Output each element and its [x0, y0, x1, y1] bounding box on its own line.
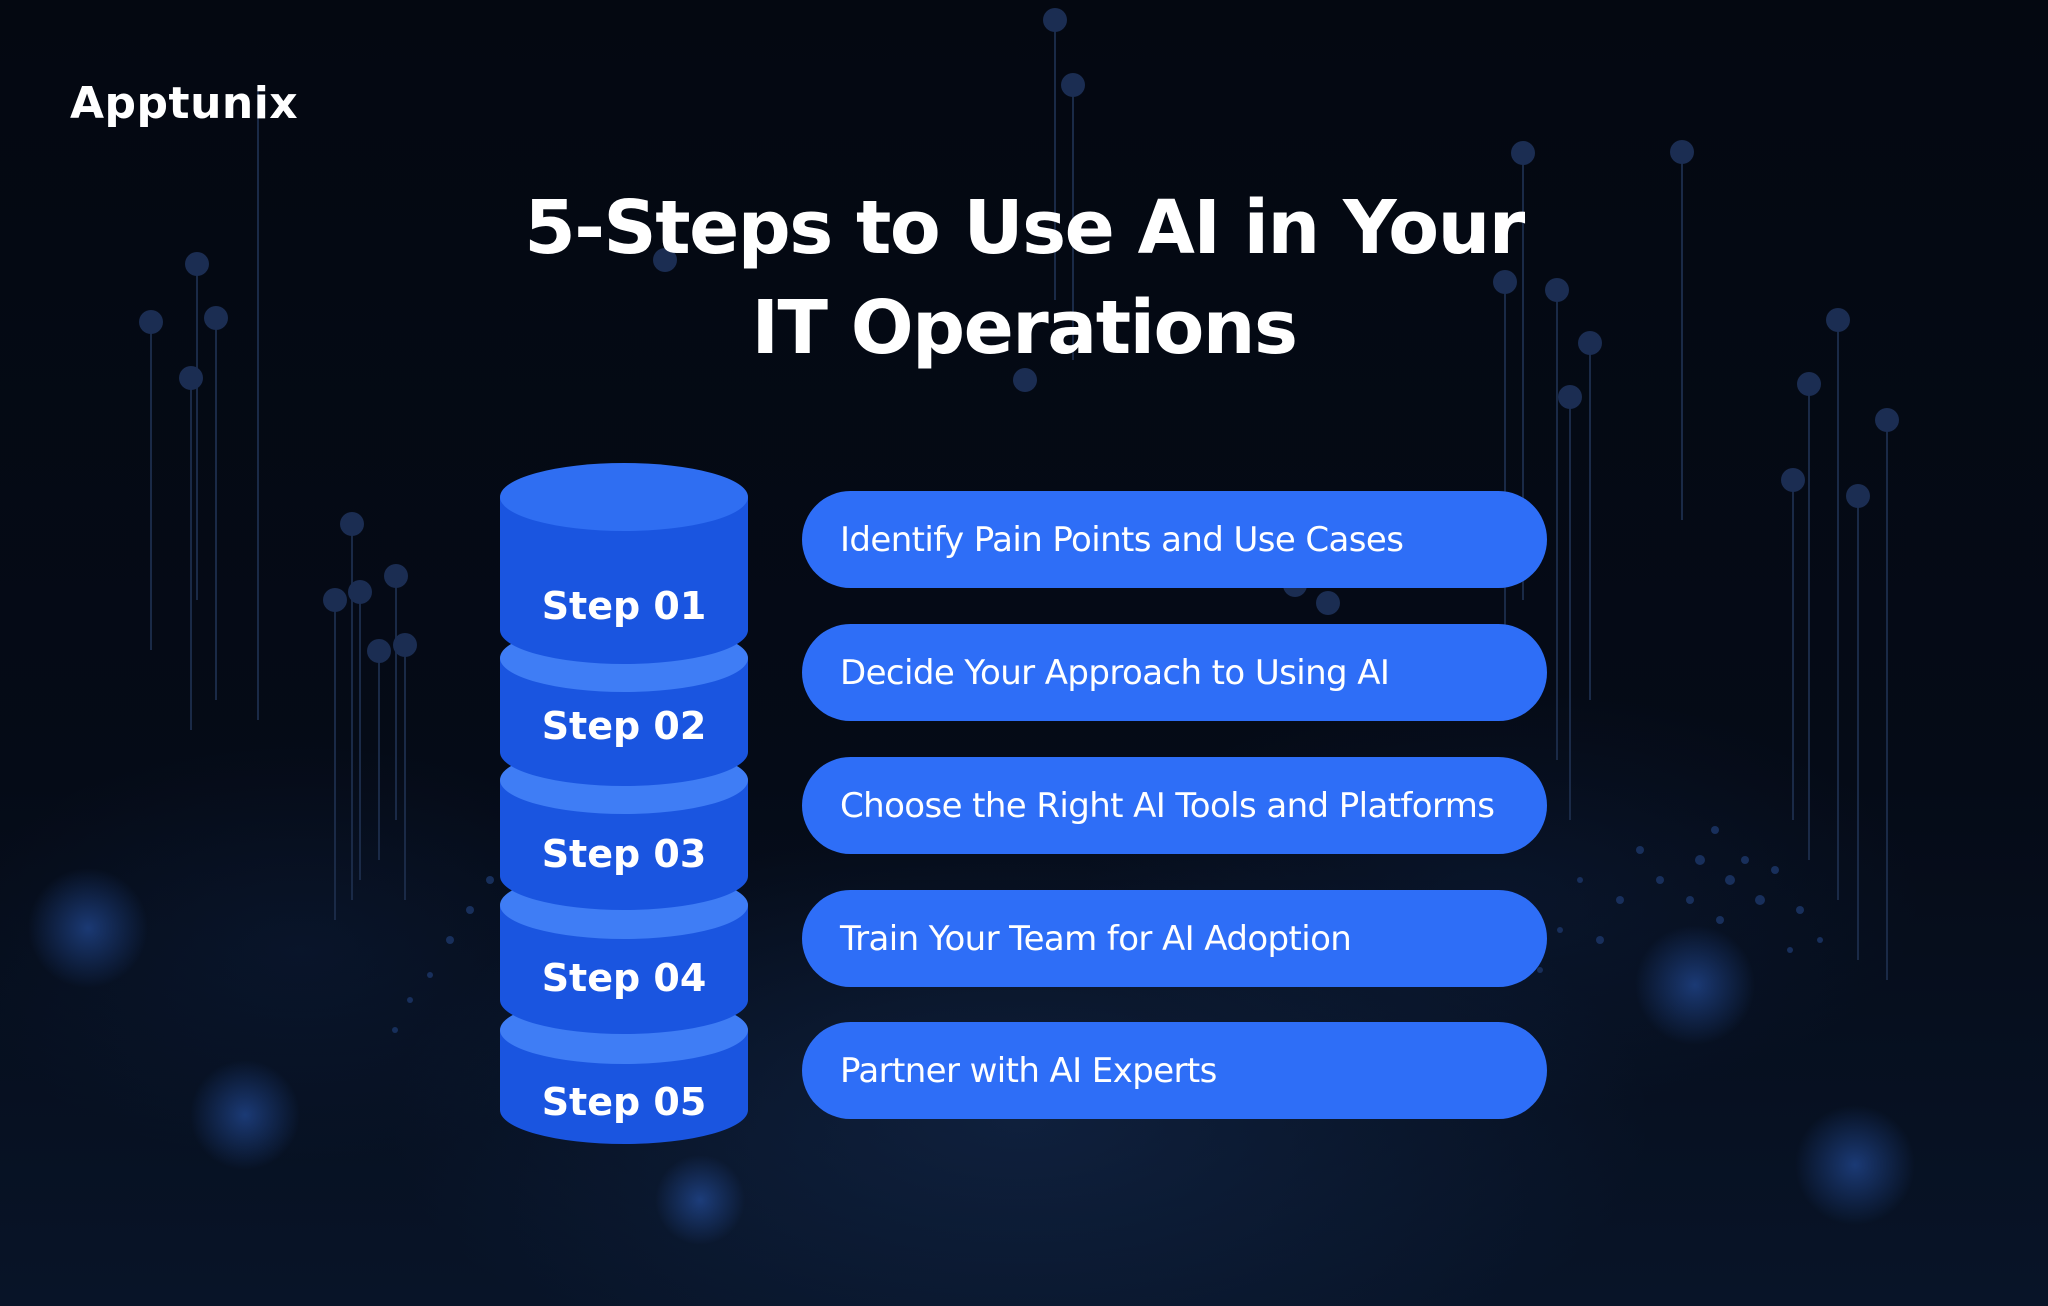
cylinder-segment-1	[500, 463, 748, 664]
title-line-2: IT Operations	[751, 285, 1298, 371]
step-pill-3-text: Choose the Right AI Tools and Platforms	[840, 785, 1495, 826]
step-label-4: Step 04	[541, 956, 707, 1000]
step-pill-5-text: Partner with AI Experts	[840, 1050, 1217, 1091]
step-pill-2: Decide Your Approach to Using AI	[802, 624, 1547, 721]
step-label-3: Step 03	[541, 832, 707, 876]
step-pill-5: Partner with AI Experts	[802, 1022, 1547, 1119]
step-label-2: Step 02	[541, 704, 707, 748]
step-pill-4-text: Train Your Team for AI Adoption	[840, 918, 1352, 959]
step-pill-1-text: Identify Pain Points and Use Cases	[840, 519, 1404, 560]
step-pill-2-text: Decide Your Approach to Using AI	[840, 652, 1390, 693]
step-pill-1: Identify Pain Points and Use Cases	[802, 491, 1547, 588]
brand-name: Apptunix	[70, 77, 299, 129]
step-pill-3: Choose the Right AI Tools and Platforms	[802, 757, 1547, 854]
brand-logo: Apptunix	[70, 68, 298, 138]
step-label-1: Step 01	[541, 584, 707, 628]
title-line-1: 5-Steps to Use AI in Your	[524, 185, 1525, 271]
page-title: 5-Steps to Use AI in Your IT Operations	[424, 178, 1624, 378]
step-pill-4: Train Your Team for AI Adoption	[802, 890, 1547, 987]
step-label-5: Step 05	[541, 1080, 707, 1124]
